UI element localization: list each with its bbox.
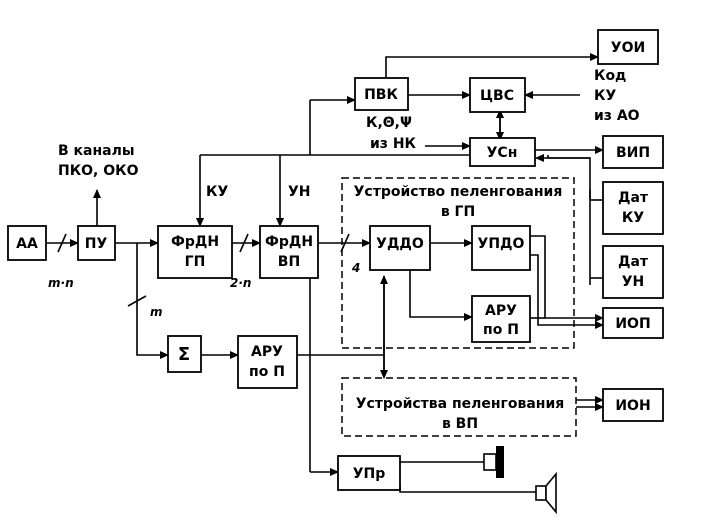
svg-text:ИОН: ИОН: [615, 398, 650, 414]
connections: [46, 53, 604, 493]
label-un: УН: [288, 184, 311, 200]
block-pu: ПУ: [77, 225, 116, 261]
svg-text:по П: по П: [483, 322, 519, 338]
block-sum: Σ: [167, 335, 202, 373]
group-title-gp-1: Устройство пеленгования: [354, 184, 563, 200]
label-code-ku: КУ: [594, 88, 616, 104]
svg-text:УОИ: УОИ: [611, 40, 645, 56]
headphone-icon: [483, 446, 504, 478]
svg-text:ВИП: ВИП: [616, 145, 650, 161]
block-upr: УПр: [337, 455, 401, 491]
group-title-vp-2: в ВП: [442, 416, 478, 432]
block-usn: УСн: [469, 137, 536, 167]
label-from-ao: из АО: [594, 108, 640, 124]
label-mn: m·n: [48, 276, 74, 290]
label-2n: 2·n: [230, 276, 251, 290]
block-updo: УПДО: [471, 225, 531, 271]
label-channels-2: ПКО, ОКО: [58, 163, 139, 179]
group-frame-gp: [341, 177, 575, 349]
group-frame-vp: [341, 377, 577, 437]
label-code: Код: [594, 68, 626, 84]
svg-text:Дат: Дат: [618, 190, 649, 206]
block-frdn-gp: ФрДН ГП: [157, 225, 233, 279]
block-aru-outer: АРУ по П: [237, 335, 298, 389]
label-ku: КУ: [206, 184, 228, 200]
svg-text:КУ: КУ: [622, 210, 644, 226]
block-dat-un: Дат УН: [602, 245, 664, 299]
block-tsvs: ЦВС: [469, 77, 526, 113]
svg-text:по П: по П: [249, 364, 285, 380]
svg-text:ВП: ВП: [278, 254, 300, 270]
block-pvk: ПВК: [354, 77, 409, 111]
svg-text:АРУ: АРУ: [485, 303, 517, 319]
svg-text:УН: УН: [622, 274, 645, 290]
block-vip: ВИП: [602, 135, 664, 169]
svg-text:АА: АА: [16, 236, 38, 252]
svg-text:УПр: УПр: [353, 466, 386, 482]
svg-text:ЦВС: ЦВС: [480, 88, 514, 104]
group-title-gp-2: в ГП: [441, 204, 475, 220]
svg-text:УДДО: УДДО: [376, 236, 424, 252]
label-channels-1: В каналы: [58, 143, 135, 159]
group-title-vp-1: Устройства пеленгования: [356, 396, 565, 412]
svg-text:ПВК: ПВК: [364, 87, 398, 103]
block-aru-inner: АРУ по П: [471, 295, 531, 343]
speaker-icon: [535, 471, 557, 515]
svg-text:АРУ: АРУ: [251, 344, 283, 360]
svg-text:ФрДН: ФрДН: [171, 234, 219, 250]
label-four: 4: [351, 261, 360, 275]
svg-text:УПДО: УПДО: [478, 236, 525, 252]
block-ion: ИОН: [602, 388, 664, 422]
svg-text:УСн: УСн: [487, 145, 518, 161]
svg-text:Σ: Σ: [178, 344, 190, 365]
label-from-nk: из НК: [370, 136, 417, 152]
block-uddo: УДДО: [369, 225, 431, 271]
svg-text:ПУ: ПУ: [85, 236, 108, 252]
block-iop: ИОП: [602, 307, 664, 339]
block-dat-ku: Дат КУ: [602, 181, 664, 235]
svg-text:ГП: ГП: [185, 254, 206, 270]
label-k-theta-psi: К,Θ,Ψ: [366, 115, 412, 131]
label-m: m: [150, 305, 163, 319]
block-frdn-vp: ФрДН ВП: [259, 225, 319, 279]
block-uoi: УОИ: [597, 29, 659, 65]
svg-text:ФрДН: ФрДН: [265, 234, 313, 250]
block-aa: АА: [7, 225, 47, 261]
svg-text:ИОП: ИОП: [615, 316, 650, 332]
svg-text:Дат: Дат: [618, 254, 649, 270]
